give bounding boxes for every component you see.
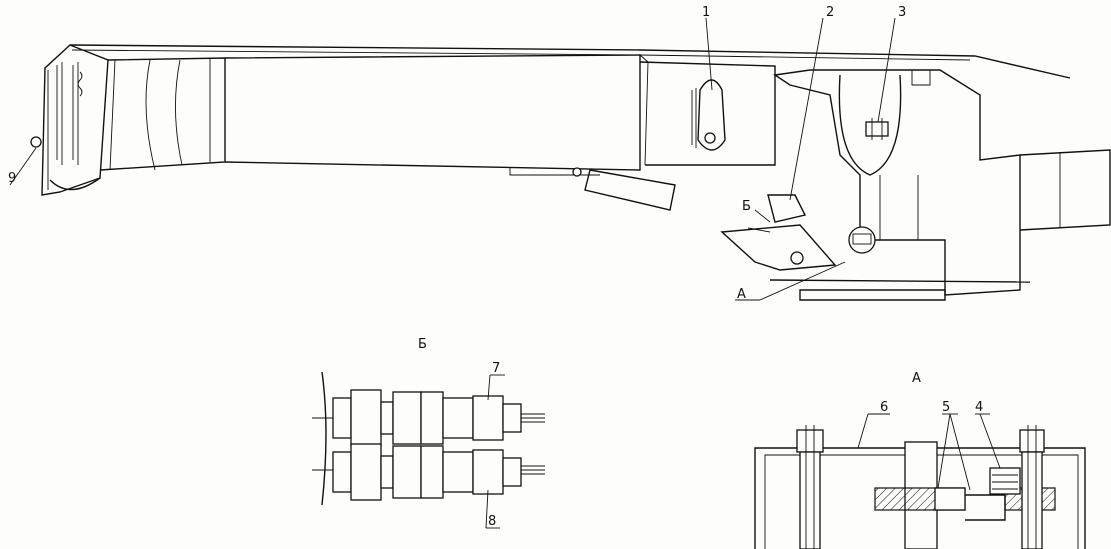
- boom-assembly: [30, 44, 1071, 211]
- leader-8: [485, 489, 489, 529]
- head-bottom-arc: [49, 177, 101, 191]
- section-line-c: [175, 59, 183, 166]
- lever-2-rod: [747, 227, 771, 233]
- switch-1-roller: [704, 132, 716, 144]
- head-sheave-pin: [30, 136, 42, 148]
- part-2-lever-mechanism: [720, 194, 876, 271]
- view-a-title: А: [912, 371, 921, 386]
- callout-8: 8: [488, 514, 496, 529]
- switch-1-coil: [691, 88, 697, 148]
- section-inner: [99, 57, 226, 171]
- section-line-b: [145, 59, 156, 171]
- upper-nut-1: [350, 389, 382, 447]
- view-a-marker: А: [737, 287, 746, 302]
- leader-5-b: [949, 413, 971, 491]
- view-b-break-line: [321, 371, 327, 506]
- bracket-body: [773, 69, 1021, 296]
- lower-spacer-1: [380, 455, 394, 489]
- part-1-limit-switch: [691, 79, 726, 151]
- section-middle: [224, 54, 641, 171]
- upper-tip: [502, 403, 522, 433]
- left-stud-nut: [796, 429, 824, 453]
- left-stud: [799, 451, 821, 549]
- leader-7: [487, 374, 491, 401]
- right-stud: [1021, 451, 1043, 549]
- detail-a-circle: [848, 226, 876, 254]
- part-3-clamp: [865, 118, 889, 140]
- right-stud-nut: [1019, 429, 1045, 453]
- lower-nut-3: [420, 445, 444, 499]
- view-a-detail: А 6 5 4: [754, 371, 1086, 549]
- callout-5: 5: [942, 400, 950, 415]
- bracket-slot: [838, 74, 902, 176]
- leader-2: [789, 17, 824, 201]
- callout-1: 1: [702, 5, 710, 20]
- center-plate-channel: [965, 494, 1006, 521]
- leader-4: [979, 413, 1001, 469]
- upper-sleeve: [442, 397, 474, 439]
- part-4-coils: [992, 474, 1018, 490]
- leader-5-a: [937, 413, 951, 489]
- bracket-notch: [911, 70, 931, 86]
- lower-washer-1: [332, 451, 352, 493]
- leader-b: [754, 209, 771, 223]
- turret-bracket: [769, 69, 1111, 301]
- upper-body-7: [472, 395, 504, 441]
- callout-7: 7: [492, 361, 500, 376]
- lever-2-arm: [720, 224, 837, 271]
- section-outer: [639, 61, 776, 166]
- upper-spacer-1: [380, 401, 394, 435]
- leader-3: [877, 17, 896, 123]
- leader-1: [705, 17, 713, 91]
- rear-tube: [1019, 149, 1111, 231]
- lower-tip: [502, 457, 522, 487]
- callout-9: 9: [8, 171, 16, 186]
- section-joint: [639, 54, 649, 166]
- head-spring: [77, 71, 83, 97]
- leader-9: [9, 147, 37, 186]
- lower-body-8: [472, 449, 504, 495]
- callout-6: 6: [880, 400, 888, 415]
- upper-nut-3: [420, 391, 444, 445]
- callout-4: 4: [975, 400, 983, 415]
- view-b-detail: Б 7 8: [312, 337, 545, 529]
- detail-a-inner: [852, 233, 872, 245]
- leader-a: [759, 261, 846, 301]
- callout-2: 2: [826, 5, 834, 20]
- base-line: [769, 279, 1031, 283]
- view-b-marker: Б: [742, 199, 751, 214]
- boom-top-edge: [69, 44, 1071, 79]
- callouts-main: 1 2 3 9 Б А: [8, 5, 906, 302]
- upper-nut-2: [392, 391, 422, 445]
- clamp-3-body: [865, 121, 889, 137]
- upper-washer-1: [332, 397, 352, 439]
- view-b-title: Б: [418, 337, 427, 352]
- switch-1-body: [697, 79, 726, 151]
- lever-2-pivot: [790, 251, 804, 265]
- callout-3: 3: [898, 5, 906, 20]
- boom-lower-rail: [509, 168, 600, 176]
- boom-lower-lever: [584, 169, 676, 211]
- base-plate: [799, 289, 946, 301]
- lever-2-block: [767, 194, 807, 223]
- lower-nut-2: [392, 445, 422, 499]
- part-4-spring-cap: [989, 467, 1021, 495]
- center-plate-insert: [934, 487, 966, 511]
- lever-pin: [572, 167, 582, 177]
- lower-sleeve: [442, 451, 474, 493]
- lower-nut-1: [350, 443, 382, 501]
- boom-head: [41, 44, 109, 196]
- section-line-a: [109, 59, 116, 171]
- leader-6: [857, 413, 869, 449]
